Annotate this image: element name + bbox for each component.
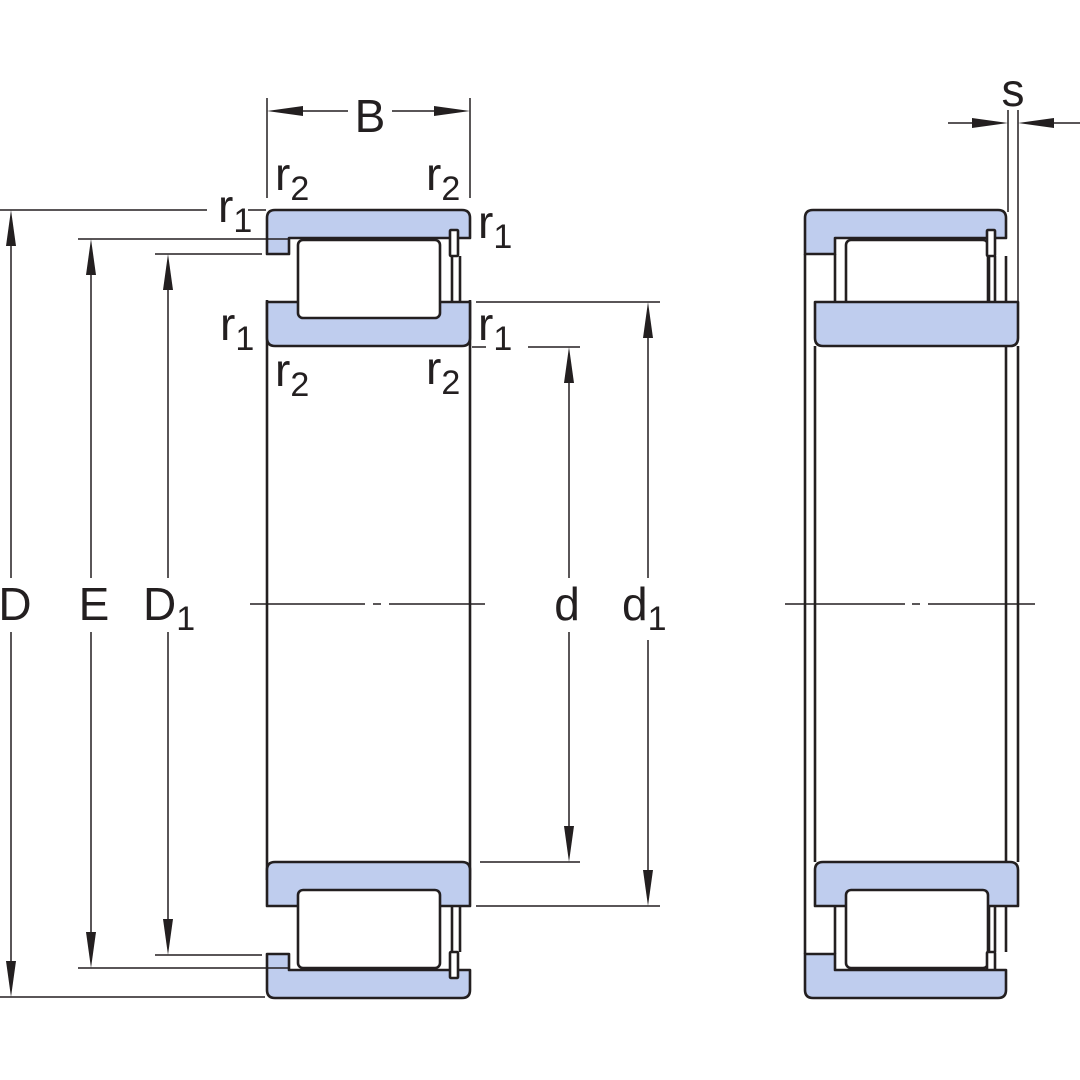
snap-ring-bottom xyxy=(448,950,460,980)
snap-ring-top-side xyxy=(985,228,997,258)
label-r1-inner-left: r1 xyxy=(220,298,254,358)
label-B: B xyxy=(355,90,386,142)
snap-ring-top xyxy=(448,228,460,258)
outer-ring-bottom-side xyxy=(803,952,1008,1000)
label-d1: d1 xyxy=(622,578,667,638)
outer-ring-bottom xyxy=(265,952,472,1000)
label-r1-outer-left: r1 xyxy=(218,180,252,240)
roller-bottom xyxy=(296,888,442,970)
inner-ring-top-side xyxy=(813,300,1020,348)
label-r1-outer-right: r1 xyxy=(478,196,512,256)
roller-top xyxy=(296,238,442,320)
outer-ring-top-side xyxy=(803,208,1008,256)
labels: B s D E D1 d d1 r2 r2 r1 r1 r1 r1 r2 r2 xyxy=(0,64,1025,638)
label-r1-inner-right: r1 xyxy=(478,298,512,358)
label-r2-bottom-left: r2 xyxy=(275,344,309,404)
label-D: D xyxy=(0,578,32,630)
label-r2-top-left: r2 xyxy=(275,148,309,208)
label-E: E xyxy=(79,578,110,630)
label-d: d xyxy=(554,578,580,630)
section-view xyxy=(250,208,485,1000)
outer-ring-top xyxy=(265,208,472,256)
label-r2-top-right: r2 xyxy=(426,148,460,208)
dimensions xyxy=(0,98,1080,998)
label-s: s xyxy=(1002,64,1025,116)
label-r2-bottom-right: r2 xyxy=(426,342,460,402)
label-D1: D1 xyxy=(143,578,195,638)
side-view xyxy=(785,208,1035,1000)
roller-bottom-side xyxy=(844,888,990,970)
